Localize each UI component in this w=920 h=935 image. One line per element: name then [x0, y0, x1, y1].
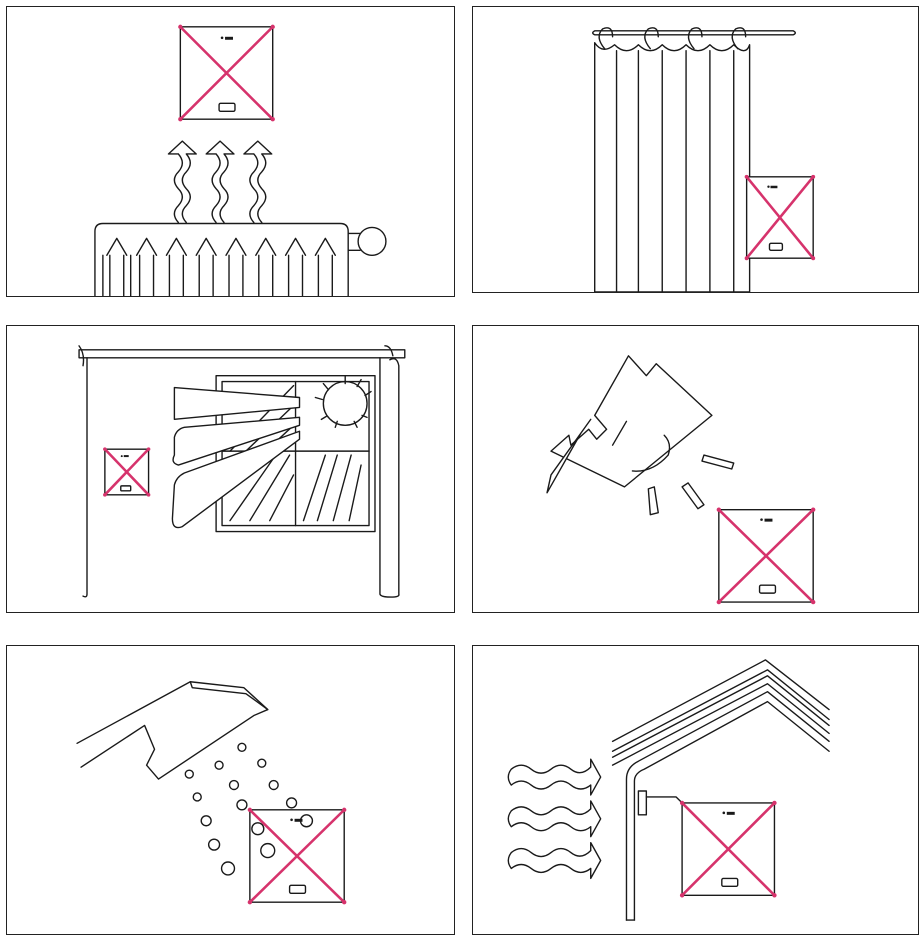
- panel-sunlight-window: [6, 325, 455, 613]
- sun-ray-beams: [172, 388, 299, 528]
- lamp-scene: [473, 326, 918, 612]
- water-spray-scene: [7, 646, 454, 934]
- panel-water-spray: [6, 645, 455, 935]
- radiator-scene: [7, 7, 454, 296]
- house-roof-icon: [613, 660, 829, 920]
- lamp-icon: [547, 356, 734, 515]
- outdoor-wind-scene: [473, 646, 918, 934]
- heat-wave-arrow-icon: [168, 141, 271, 222]
- sun-icon: [315, 376, 371, 428]
- wind-icon: [508, 759, 600, 878]
- panel-outdoor-wind: [472, 645, 919, 935]
- sunlight-window-scene: [7, 326, 454, 612]
- panel-lamp: [472, 325, 919, 613]
- shower-head-icon: [77, 682, 268, 779]
- panel-curtain: [472, 6, 919, 293]
- crossed-out-icon: [680, 801, 777, 898]
- radiator-icon: [95, 224, 386, 296]
- curtain-scene: [473, 7, 918, 292]
- panel-radiator: [6, 6, 455, 297]
